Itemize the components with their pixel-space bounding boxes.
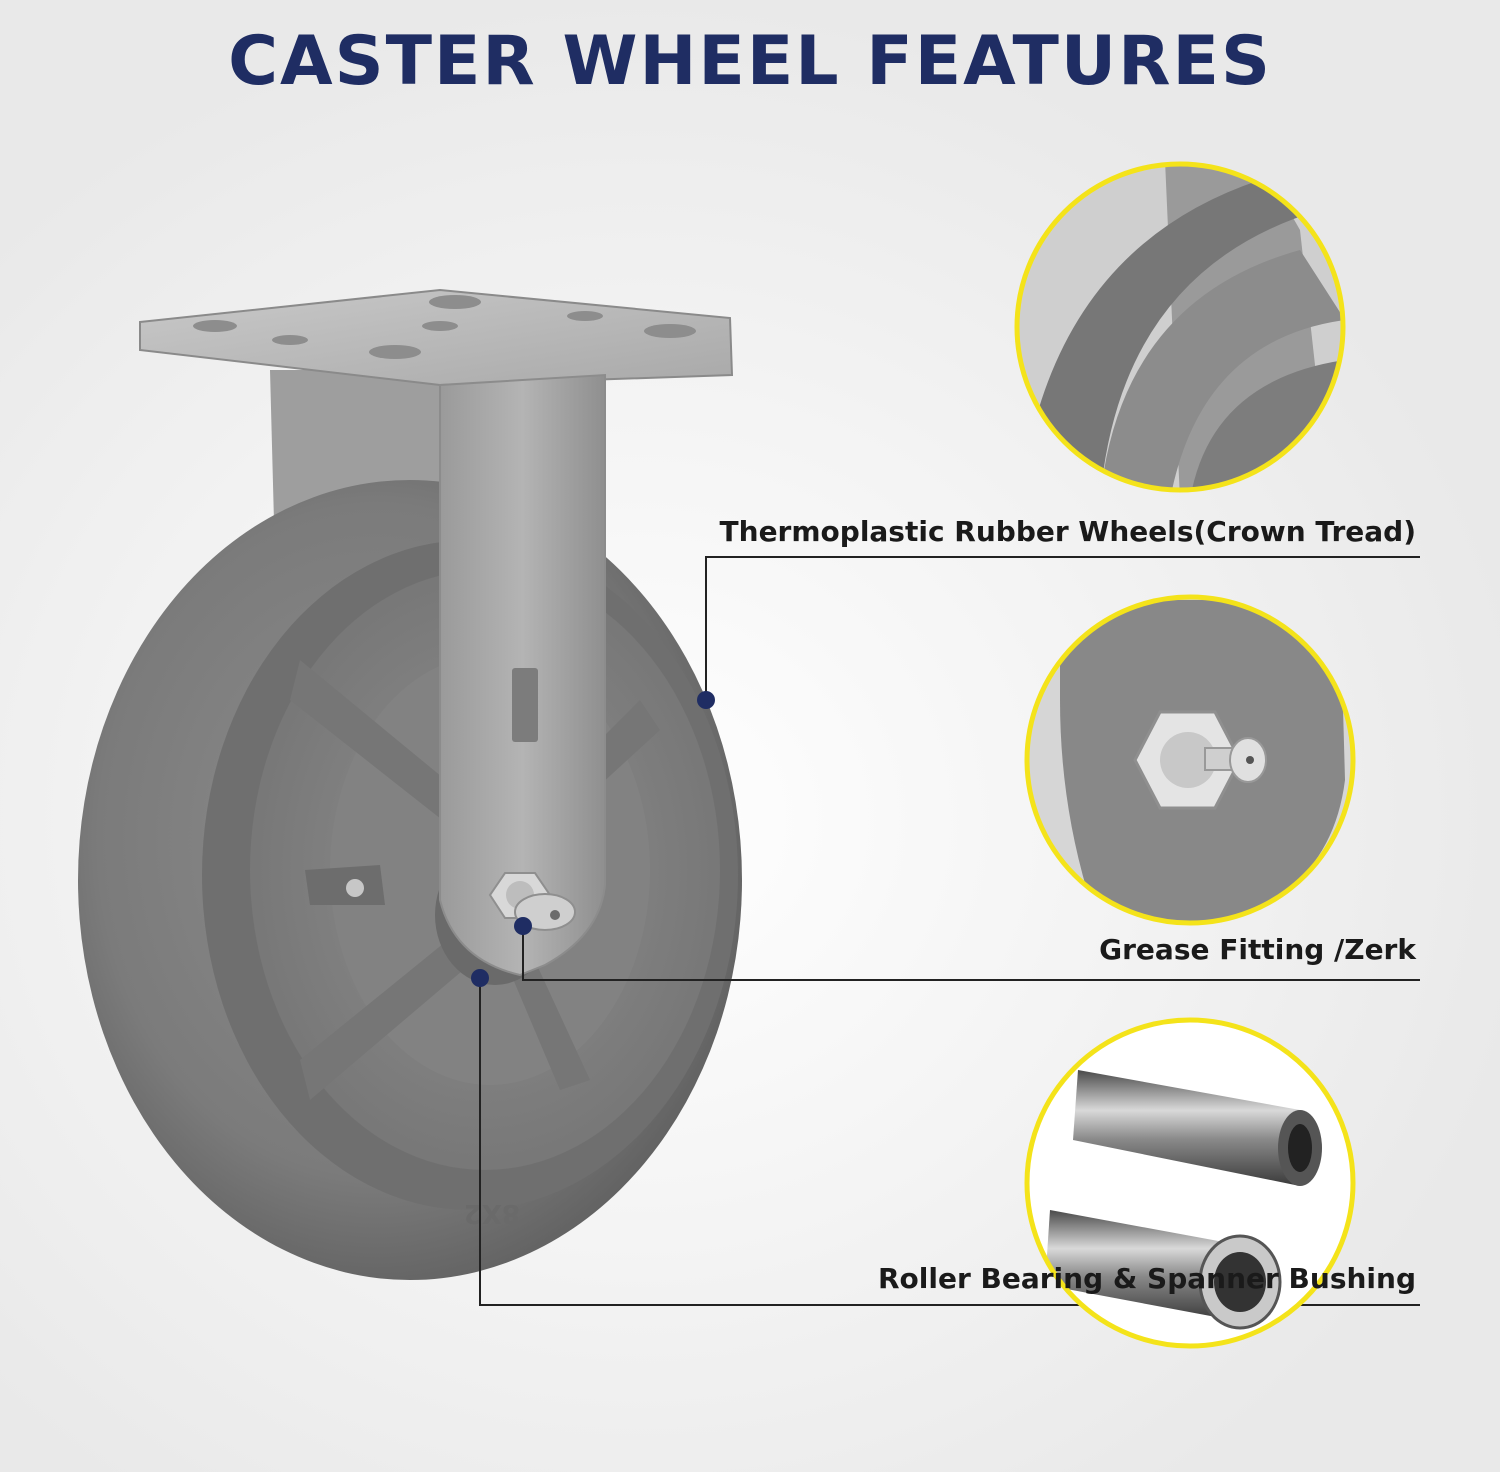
callout-dot-tire <box>697 691 715 709</box>
wheel-marking: 8X2 <box>464 1198 520 1228</box>
grease-fitting-closeup-image <box>1024 594 1356 926</box>
callout-dot-zerk <box>514 917 532 935</box>
feature-label-grease-fitting: Grease Fitting /Zerk <box>1099 933 1416 966</box>
caster-wheel-image: 8X2 <box>78 288 742 1280</box>
page-title: CASTER WHEEL FEATURES <box>228 22 1272 101</box>
feature-label-bearing: Roller Bearing & Spanner Bushing <box>877 1262 1416 1295</box>
tire-closeup-image <box>1014 161 1346 493</box>
feature-label-tire: Thermoplastic Rubber Wheels(Crown Tread) <box>719 515 1416 548</box>
bearing-closeup-image <box>1024 1017 1356 1349</box>
callout-dot-bearing <box>471 969 489 987</box>
callout-dots <box>471 691 715 987</box>
